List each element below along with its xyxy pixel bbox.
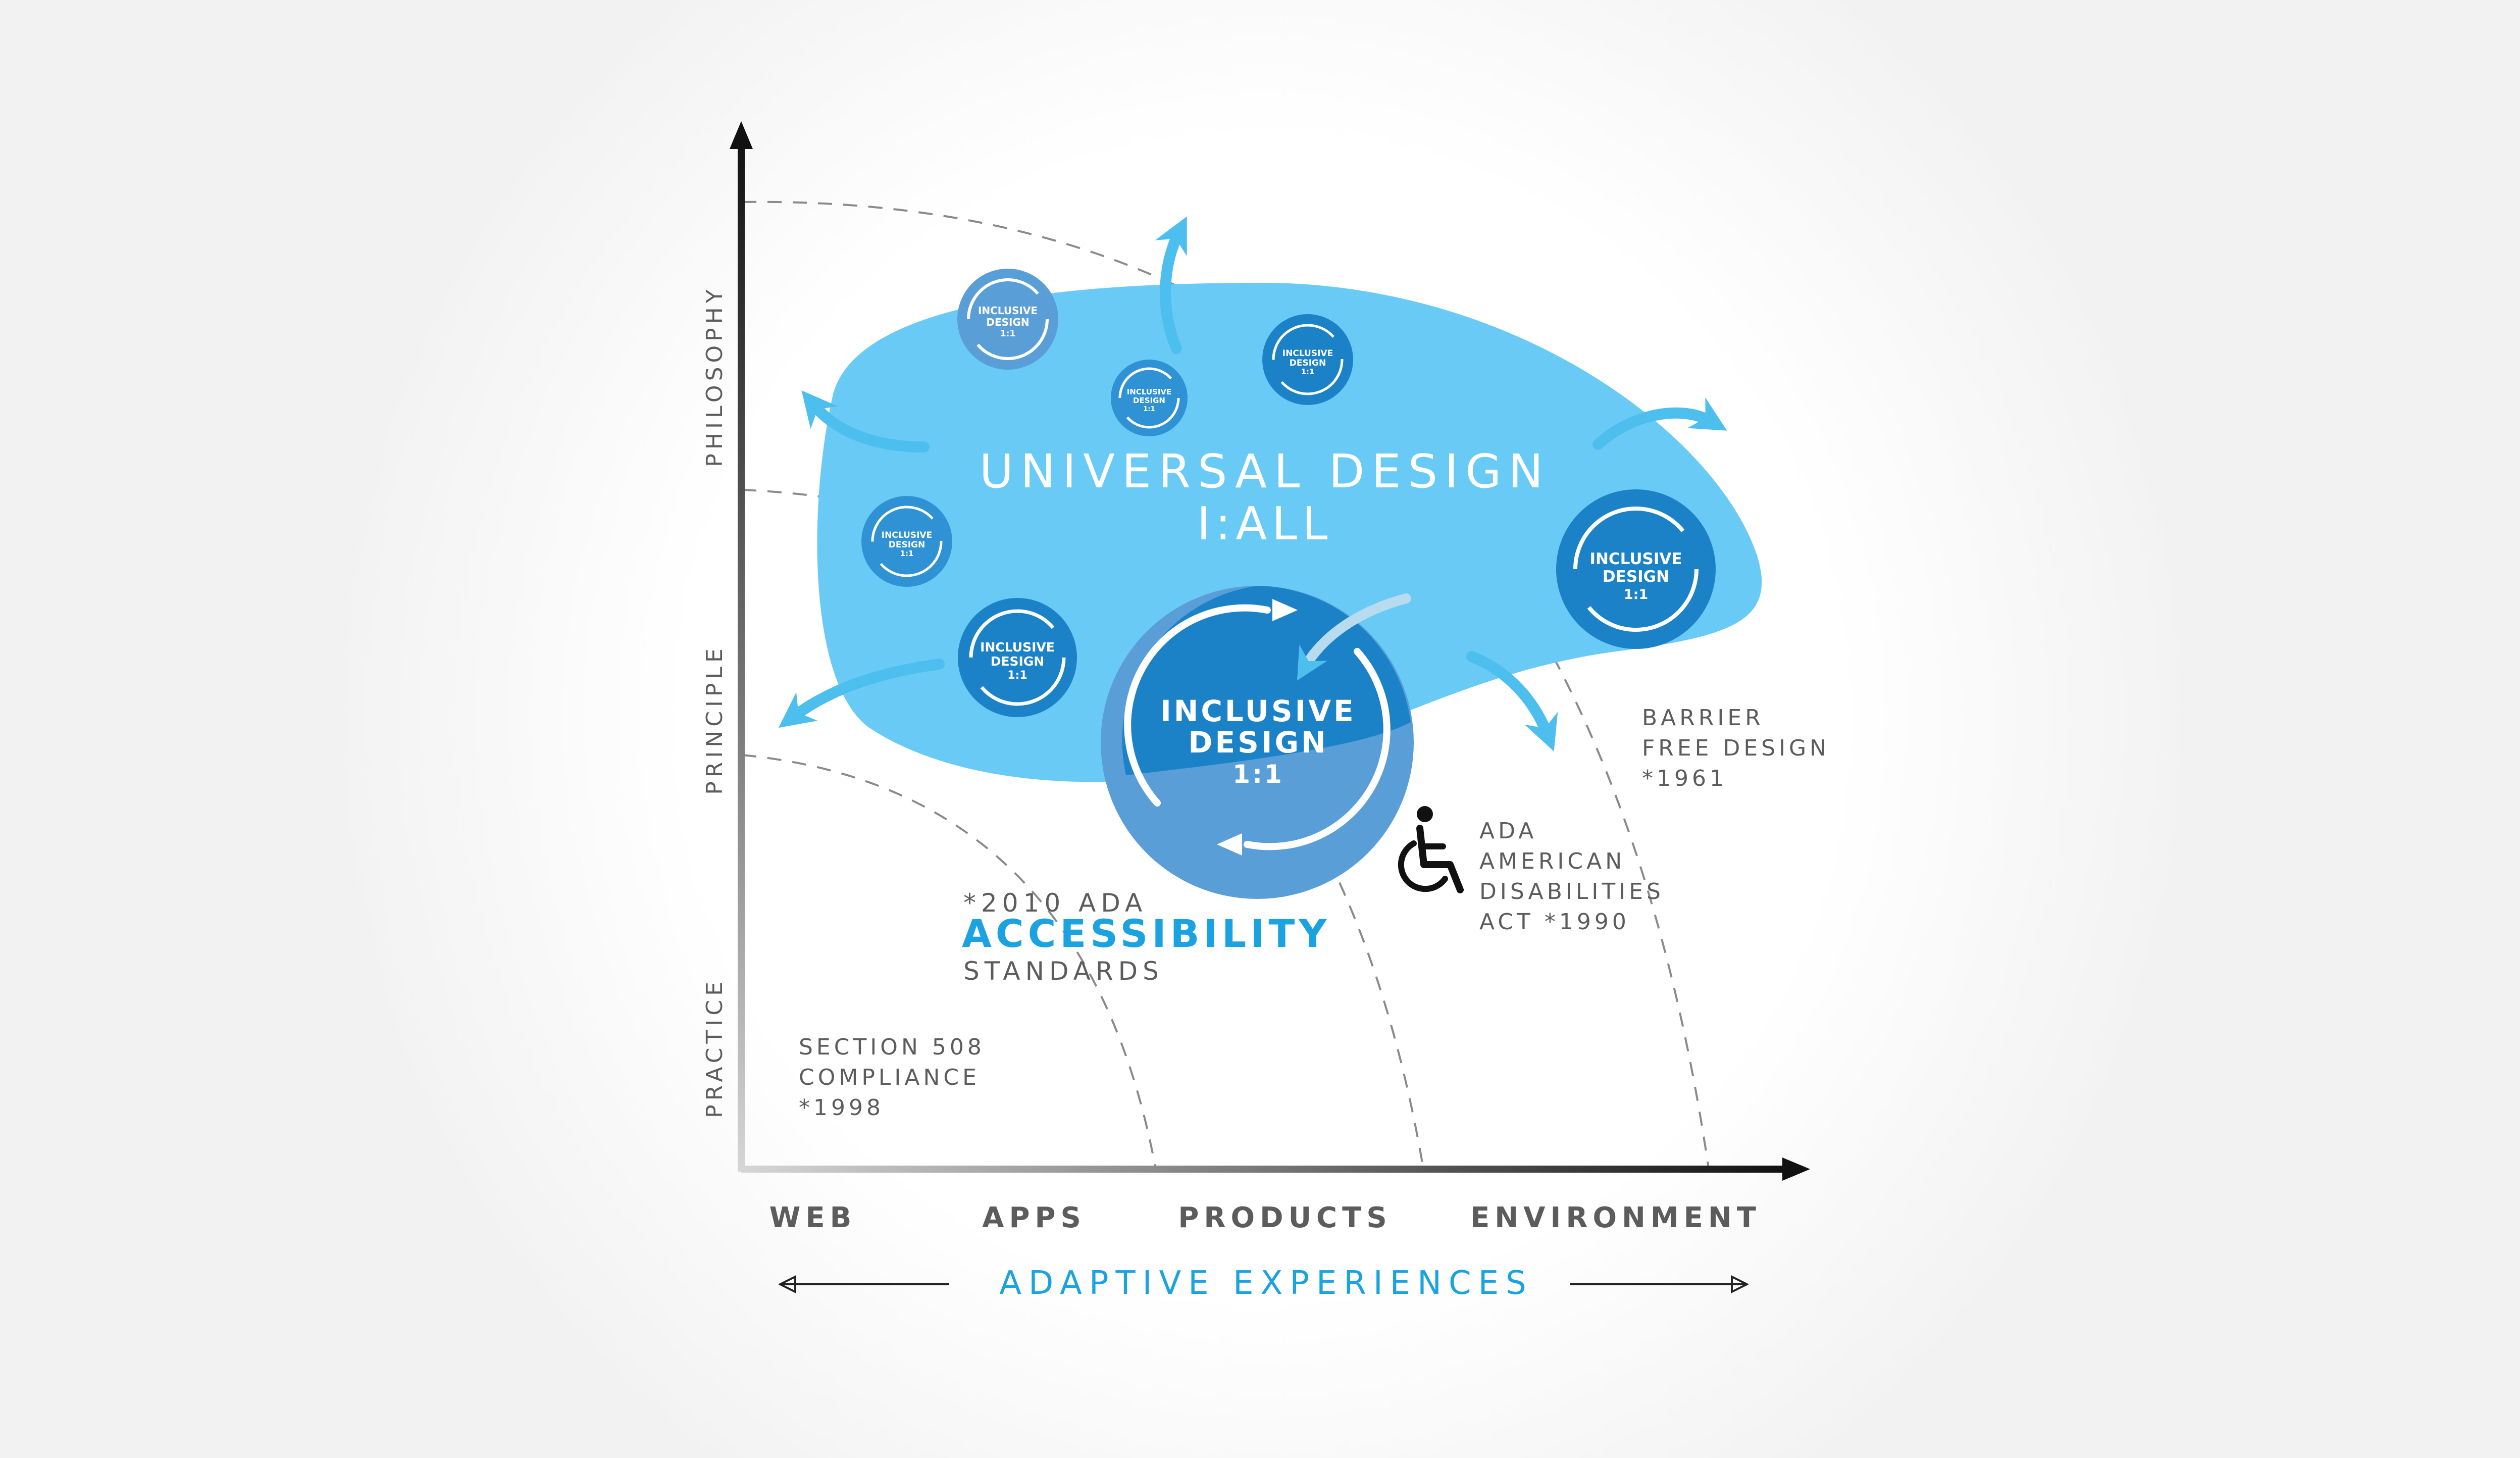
small-circle-3-line2: DESIGN [1290, 358, 1326, 368]
arrow-down-right [1466, 651, 1558, 751]
cycle-arrows-icon [871, 506, 943, 577]
small-circle-2-line3: 1:1 [1143, 406, 1155, 413]
small-circle-3-line3: 1:1 [1301, 367, 1315, 376]
big-cycle-head-bottom [1217, 833, 1242, 856]
arrow-up [1155, 216, 1187, 354]
y-label-philosophy: PHILOSOPHY [702, 285, 728, 467]
small-circle-5-line1: INCLUSIVE [980, 640, 1055, 655]
universal-title-line1: UNIVERSAL DESIGN [980, 444, 1550, 498]
small-circle-1-line2: DESIGN [986, 316, 1029, 328]
section508-line3: *1998 [799, 1095, 884, 1121]
ada1990-line2: AMERICAN [1479, 848, 1625, 874]
small-circle-3: INCLUSIVE DESIGN 1:1 [1262, 314, 1353, 405]
x-axis [741, 1166, 1784, 1173]
ada2010-line1: *2010 ADA [963, 888, 1147, 918]
ada2010-line2: ACCESSIBILITY [962, 911, 1330, 956]
small-circle-1: INCLUSIVE DESIGN 1:1 [957, 269, 1058, 370]
small-circle-2-line1: INCLUSIVE [1127, 387, 1172, 396]
small-circle-3-bg [1262, 314, 1353, 405]
small-circle-5-line3: 1:1 [1007, 669, 1027, 682]
small-circle-4-line1: INCLUSIVE [882, 530, 932, 540]
big-inclusive-line1: INCLUSIVE [1160, 694, 1356, 728]
small-circle-1-bg [957, 269, 1058, 370]
big-inclusive-line3: 1:1 [1232, 760, 1284, 789]
y-axis-arrowhead [730, 121, 753, 149]
section508-line1: SECTION 508 [799, 1034, 985, 1060]
ada1990-line4: ACT *1990 [1479, 909, 1630, 935]
x-label-products: PRODUCTS [1178, 1201, 1392, 1234]
barrier-line1: BARRIER [1642, 705, 1764, 731]
big-cycle-arc-left [1124, 604, 1271, 807]
small-circle-4: INCLUSIVE DESIGN 1:1 [861, 496, 952, 587]
cycle-arrows-icon [1272, 324, 1344, 395]
small-circle-6-line1: INCLUSIVE [1589, 550, 1682, 568]
big-inclusive-line2: DESIGN [1188, 725, 1328, 760]
cycle-arrows-icon [969, 609, 1066, 706]
ada2010-line3: STANDARDS [963, 957, 1164, 986]
arrow-into-circle [1297, 593, 1411, 681]
adaptive-experiences-label: ADAPTIVE EXPERIENCES [999, 1265, 1533, 1302]
small-circle-5-bg [958, 598, 1077, 717]
small-circle-5: INCLUSIVE DESIGN 1:1 [958, 598, 1077, 717]
small-circle-6-line3: 1:1 [1624, 587, 1648, 602]
small-circle-2: INCLUSIVE DESIGN 1:1 [1111, 360, 1188, 436]
x-axis-arrowhead [1782, 1158, 1810, 1181]
x-label-environment: ENVIRONMENT [1470, 1201, 1761, 1234]
universal-title-line2: I:ALL [1197, 497, 1333, 550]
outward-arrows [778, 216, 1727, 751]
small-circle-4-line3: 1:1 [900, 549, 914, 558]
ring-practice [742, 754, 1157, 1172]
arrow-lower-left [778, 659, 945, 728]
y-label-principle: PRINCIPLE [702, 644, 728, 795]
small-circle-6: INCLUSIVE DESIGN 1:1 [1556, 489, 1716, 649]
y-label-practice: PRACTICE [702, 978, 728, 1118]
wheelchair-icon [1398, 806, 1464, 893]
small-circle-6-bg [1556, 489, 1716, 649]
small-circle-1-line1: INCLUSIVE [978, 305, 1038, 317]
small-circle-4-line2: DESIGN [889, 540, 925, 550]
arrow-upper-left [801, 390, 930, 453]
big-cycle-head-top [1272, 599, 1298, 621]
small-circle-5-line2: DESIGN [991, 654, 1045, 669]
small-circle-3-line1: INCLUSIVE [1282, 348, 1333, 359]
small-circle-1-line3: 1:1 [1000, 329, 1015, 339]
x-label-web: WEB [769, 1201, 857, 1234]
cycle-arrows-icon [1118, 367, 1180, 429]
big-cycle-icon [1124, 604, 1391, 850]
x-label-apps: APPS [982, 1201, 1086, 1234]
small-circle-2-bg [1111, 360, 1188, 436]
arrow-right [1592, 397, 1727, 450]
cycle-arrows-icon [967, 278, 1049, 360]
small-circle-2-line2: DESIGN [1133, 396, 1165, 405]
small-circle-4-bg [861, 496, 952, 587]
ada1990-line1: ADA [1479, 818, 1537, 844]
cycle-arrows-icon [1573, 507, 1699, 632]
small-circle-6-line2: DESIGN [1603, 568, 1669, 586]
barrier-line3: *1961 [1642, 766, 1727, 791]
y-axis [738, 136, 745, 1172]
ada1990-line3: DISABILITIES [1479, 879, 1664, 904]
big-cycle-arc-right [1244, 648, 1391, 850]
section508-line2: COMPLIANCE [799, 1065, 980, 1090]
barrier-line2: FREE DESIGN [1642, 735, 1830, 761]
